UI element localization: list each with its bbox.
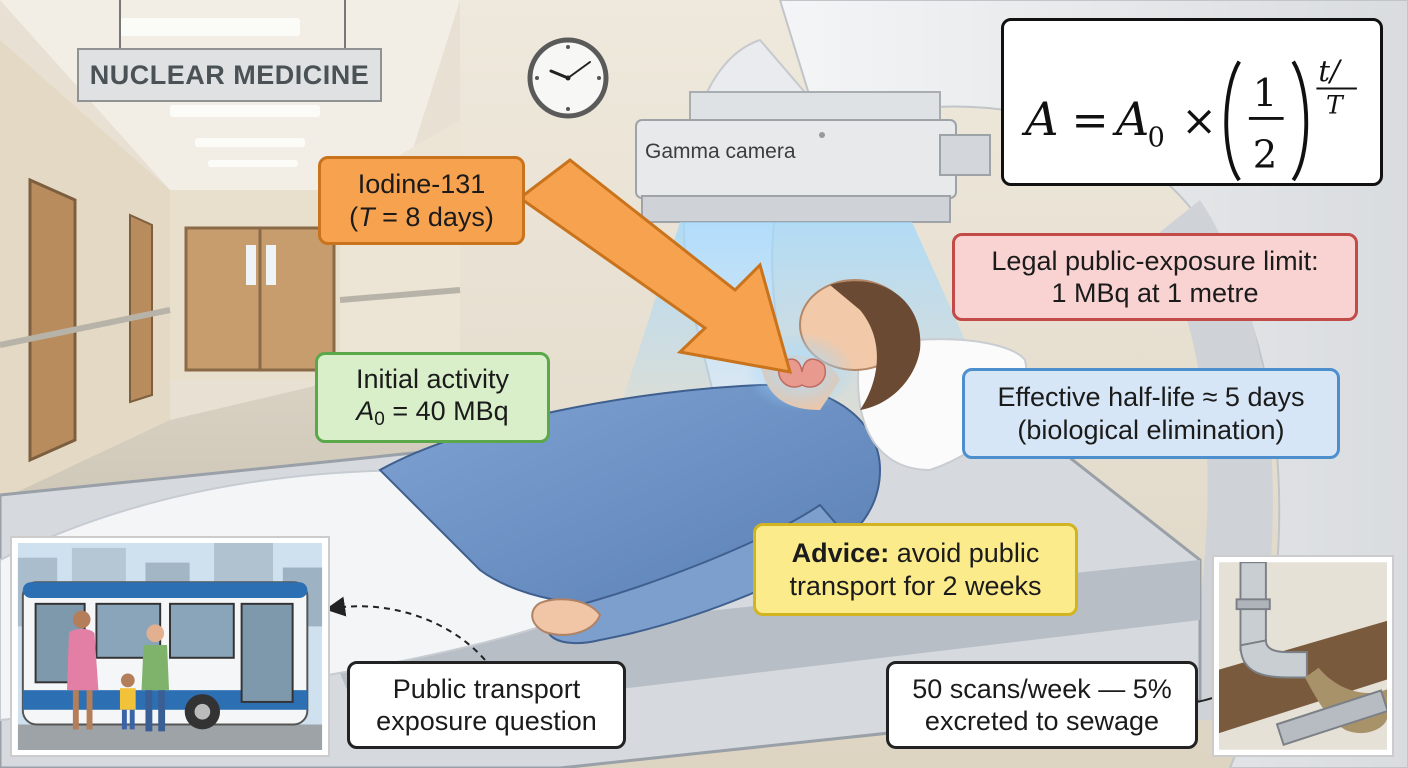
formula-equals: = — [1071, 95, 1108, 146]
formula-activity-symbol: A — [1021, 92, 1058, 146]
legal-limit-callout: Legal public-exposure limit: 1 MBq at 1 … — [952, 233, 1358, 321]
gamma-camera — [635, 91, 991, 223]
isotope-half-life: (T = 8 days) — [349, 201, 494, 232]
isotope-callout: Iodine-131 (T = 8 days) — [318, 156, 525, 245]
isotope-arrow — [517, 158, 793, 374]
transport-question-line-2: exposure question — [376, 706, 597, 736]
effective-half-life-note: (biological elimination) — [1017, 414, 1285, 445]
gamma-camera-label: Gamma camera — [645, 140, 796, 163]
legal-limit-value: 1 MBq at 1 metre — [1051, 278, 1259, 308]
initial-activity-value: A0 = 40 MBq — [356, 396, 509, 431]
effective-half-life-callout: Effective half-life ≈ 5 days (biological… — [962, 368, 1340, 459]
advice-callout: Advice: avoid public transport for 2 wee… — [753, 523, 1078, 616]
isotope-name: Iodine-131 — [357, 169, 486, 200]
formula-initial-symbol: A — [1112, 92, 1149, 146]
formula-denominator: 2 — [1253, 133, 1278, 178]
initial-activity-callout: Initial activity A0 = 40 MBq — [315, 352, 550, 443]
bus-icon — [17, 543, 323, 750]
sewage-pipe-photo — [1212, 555, 1394, 757]
transport-question-callout: Public transport exposure question — [347, 661, 626, 749]
initial-activity-label: Initial activity — [355, 363, 510, 394]
decay-formula-box: A = A 0 × 1 2 t/ T — [1001, 18, 1383, 186]
sewage-line-2: excreted to sewage — [924, 706, 1160, 736]
advice-line-1: Advice: avoid public — [791, 538, 1040, 569]
transport-question-line-1: Public transport — [392, 673, 581, 704]
sewage-pipe-icon — [1219, 561, 1389, 750]
legal-limit-label: Legal public-exposure limit: — [991, 245, 1319, 276]
bus-photo — [10, 536, 330, 757]
effective-half-life-value: Effective half-life ≈ 5 days — [997, 382, 1305, 413]
formula-exponent-bottom: T — [1326, 91, 1345, 120]
sewage-callout: 50 scans/week — 5% excreted to sewage — [886, 661, 1198, 749]
formula-exponent-top: t/ — [1318, 54, 1343, 88]
sewage-line-1: 50 scans/week — 5% — [912, 673, 1172, 704]
wall-clock-icon — [527, 37, 609, 119]
department-sign: NUCLEAR MEDICINE — [77, 48, 382, 102]
formula-initial-subscript: 0 — [1148, 122, 1165, 153]
formula-times: × — [1181, 97, 1217, 146]
formula-numerator: 1 — [1253, 71, 1278, 116]
decay-formula: A = A 0 × 1 2 t/ T — [1021, 54, 1357, 182]
advice-line-2: transport for 2 weeks — [789, 570, 1042, 601]
